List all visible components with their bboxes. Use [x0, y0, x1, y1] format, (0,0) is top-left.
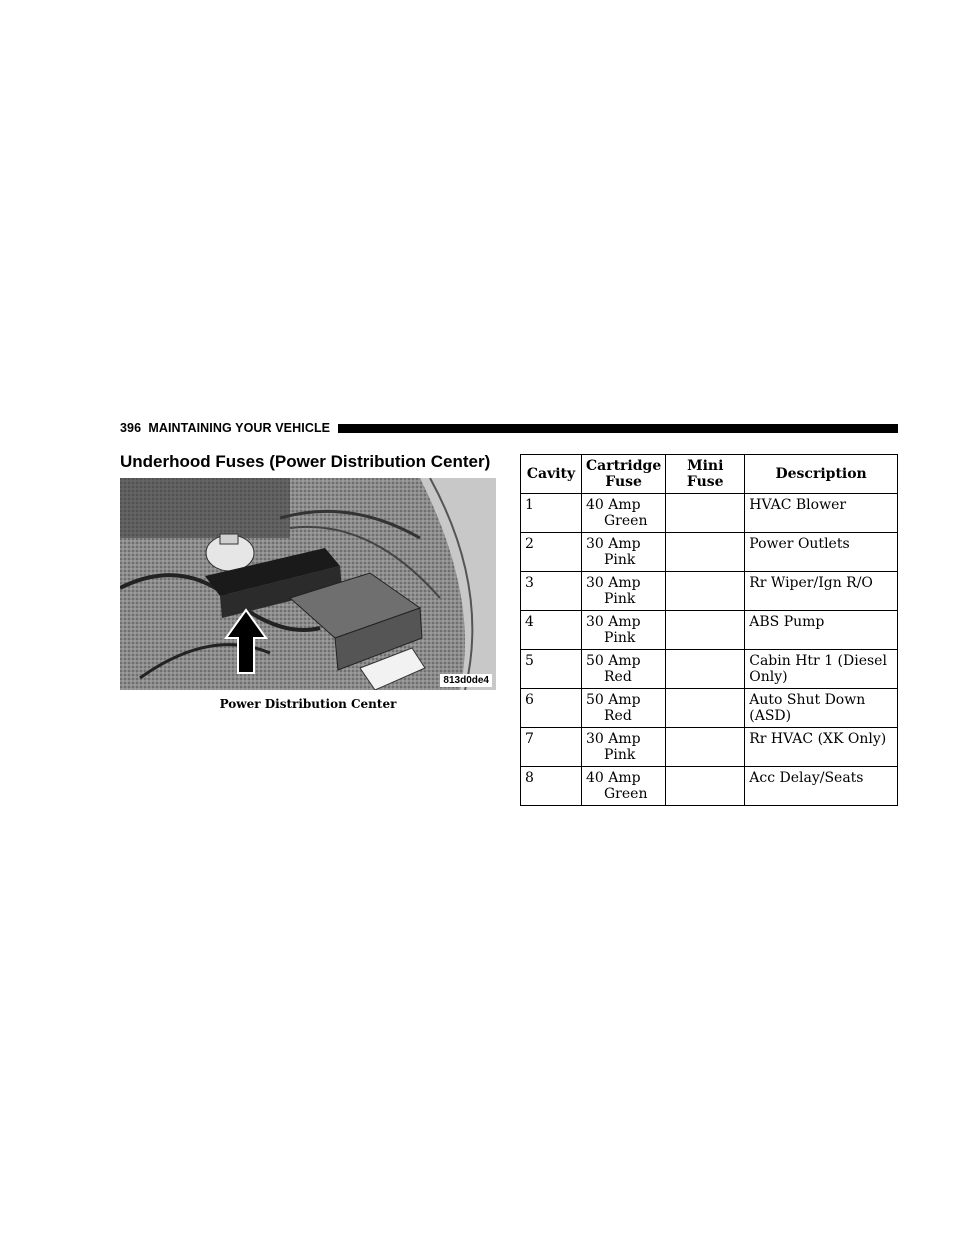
page-header-text: 396 MAINTAINING YOUR VEHICLE — [120, 421, 338, 435]
section-title: Underhood Fuses (Power Distribution Cent… — [120, 452, 491, 471]
section-name: MAINTAINING YOUR VEHICLE — [148, 421, 331, 435]
cavity-cell: 7 — [520, 727, 582, 767]
fuse-color: Green — [604, 786, 648, 802]
table-header-row: Cavity Cartridge Fuse Mini Fuse Descript… — [520, 454, 898, 494]
header-rule — [338, 423, 898, 433]
mini-fuse-cell — [665, 610, 746, 650]
fuse-color: Pink — [604, 747, 636, 763]
fuse-amp: 30 Amp — [586, 536, 641, 552]
page-header: 396 MAINTAINING YOUR VEHICLE — [120, 420, 898, 436]
fuse-color: Pink — [604, 591, 636, 607]
page-number: 396 — [120, 421, 142, 435]
cavity-cell: 4 — [520, 610, 582, 650]
fuse-color: Pink — [604, 630, 636, 646]
mini-fuse-cell — [665, 571, 746, 611]
cavity-cell: 6 — [520, 688, 582, 728]
fuse-amp: 50 Amp — [586, 692, 641, 708]
description-cell: ABS Pump — [744, 610, 898, 650]
fuse-amp: 50 Amp — [586, 653, 641, 669]
mini-fuse-cell — [665, 649, 746, 689]
header-cavity: Cavity — [520, 454, 582, 494]
header-cartridge-fuse: Cartridge Fuse — [580, 454, 667, 494]
mini-fuse-cell — [665, 727, 746, 767]
description-cell: Cabin Htr 1 (Diesel Only) — [744, 649, 898, 689]
fuse-color: Pink — [604, 552, 636, 568]
figure-caption: Power Distribution Center — [219, 697, 397, 711]
engine-bay-illustration — [120, 478, 496, 690]
cavity-cell: 8 — [520, 766, 582, 806]
cavity-cell: 3 — [520, 571, 582, 611]
mini-fuse-cell — [665, 766, 746, 806]
mini-fuse-cell — [665, 532, 746, 572]
fuse-table: Cavity Cartridge Fuse Mini Fuse Descript… — [520, 454, 898, 806]
header-mini-fuse: Mini Fuse — [665, 454, 746, 494]
fuse-amp: 30 Amp — [586, 614, 641, 630]
engine-bay-photo: 813d0de4 — [120, 478, 496, 690]
description-cell: Rr HVAC (XK Only) — [744, 727, 898, 767]
fuse-amp: 30 Amp — [586, 575, 641, 591]
cavity-cell: 2 — [520, 532, 582, 572]
description-cell: HVAC Blower — [744, 493, 898, 533]
fuse-color: Red — [604, 669, 632, 685]
description-cell: Auto Shut Down (ASD) — [744, 688, 898, 728]
cavity-cell: 5 — [520, 649, 582, 689]
fuse-amp: 40 Amp — [586, 770, 641, 786]
fuse-amp: 30 Amp — [586, 731, 641, 747]
fuse-amp: 40 Amp — [586, 497, 641, 513]
cavity-cell: 1 — [520, 493, 582, 533]
mini-fuse-cell — [665, 493, 746, 533]
description-cell: Power Outlets — [744, 532, 898, 572]
mini-fuse-cell — [665, 688, 746, 728]
description-cell: Rr Wiper/Ign R/O — [744, 571, 898, 611]
fuse-color: Green — [604, 513, 648, 529]
header-description: Description — [744, 454, 898, 494]
fuse-color: Red — [604, 708, 632, 724]
figure-code: 813d0de4 — [440, 674, 492, 687]
description-cell: Acc Delay/Seats — [744, 766, 898, 806]
